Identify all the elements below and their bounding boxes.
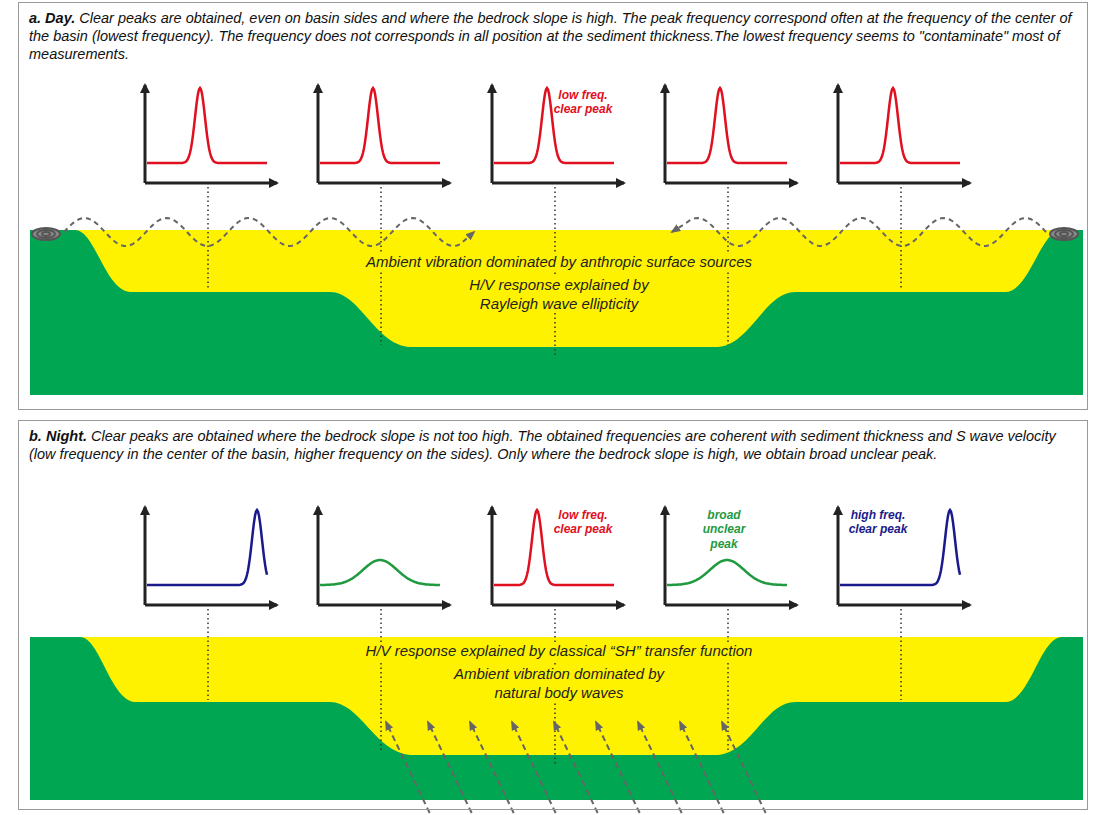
hv-curve xyxy=(147,510,267,585)
body-wave xyxy=(638,722,686,815)
basin-annotation: Ambient vibration dominated by anthropic… xyxy=(363,253,755,272)
body-wave xyxy=(722,722,770,815)
position-line xyxy=(554,187,556,358)
position-line xyxy=(380,609,382,752)
body-wave xyxy=(680,722,728,815)
plot-axis xyxy=(491,507,494,605)
hv-curve xyxy=(840,88,960,163)
hv-curve xyxy=(320,560,440,585)
peak-label: low freq. clear peak xyxy=(552,508,614,537)
surface-wave xyxy=(672,218,1046,246)
peak-label: broad unclear peak xyxy=(693,508,755,551)
noise-source xyxy=(1050,228,1078,240)
body-wave xyxy=(470,722,518,815)
body-wave xyxy=(512,722,560,815)
sediment-basin xyxy=(75,230,1062,347)
plot-axis xyxy=(317,85,320,183)
panel-frame: b. Night. Clear peaks are obtained where… xyxy=(18,420,1088,810)
basin-annotation: Ambient vibration dominated by natural b… xyxy=(439,665,680,703)
plot-axis xyxy=(665,182,797,185)
peak-label: high freq. clear peak xyxy=(845,508,911,537)
sediment-basin xyxy=(80,637,1062,755)
position-line xyxy=(727,609,729,752)
bedrock xyxy=(30,637,1083,800)
hv-curve xyxy=(667,88,787,163)
position-line xyxy=(207,609,209,700)
plot-axis xyxy=(837,507,840,605)
panel-heading: a. Day. xyxy=(29,10,75,26)
panel-caption: a. Day. Clear peaks are obtained, even o… xyxy=(29,9,1077,63)
basin-region: H/V response explained by classical “SH”… xyxy=(319,642,799,706)
plot-axis xyxy=(665,604,797,607)
panel-frame: a. Day. Clear peaks are obtained, even o… xyxy=(18,2,1088,410)
plot-axis xyxy=(838,604,970,607)
hv-curve xyxy=(320,88,440,163)
hv-curve xyxy=(667,560,787,585)
basin-annotation: H/V response explained by Rayleigh wave … xyxy=(444,276,675,314)
bedrock xyxy=(30,230,1083,395)
surface-wave xyxy=(64,218,474,246)
plot-axis xyxy=(144,507,147,605)
panel-description: Clear peaks are obtained, even on basin … xyxy=(29,10,1072,62)
body-wave xyxy=(554,722,602,815)
basin-annotation: H/V response explained by classical “SH”… xyxy=(363,642,756,661)
panel-caption: b. Night. Clear peaks are obtained where… xyxy=(29,427,1077,463)
plot-axis xyxy=(145,182,277,185)
panel-description: Clear peaks are obtained where the bedro… xyxy=(29,428,1056,462)
peak-label: low freq. clear peak xyxy=(552,88,614,117)
plot-axis xyxy=(837,85,840,183)
position-line xyxy=(900,187,902,290)
body-wave xyxy=(428,722,476,815)
hv-curve xyxy=(494,88,614,163)
plot-axis xyxy=(492,604,624,607)
body-wave xyxy=(596,722,644,815)
hv-curve xyxy=(147,88,267,163)
position-line xyxy=(900,609,902,700)
plot-axis xyxy=(144,85,147,183)
plot-axis xyxy=(317,507,320,605)
panel-heading: b. Night. xyxy=(29,428,87,444)
basin-region: Ambient vibration dominated by anthropic… xyxy=(269,253,849,317)
plot-axis xyxy=(491,85,494,183)
plot-axis xyxy=(664,85,667,183)
plot-axis xyxy=(664,507,667,605)
plot-axis xyxy=(318,604,450,607)
noise-source xyxy=(32,228,60,240)
plot-axis xyxy=(838,182,970,185)
body-wave xyxy=(386,722,434,815)
plot-axis xyxy=(145,604,277,607)
plot-axis xyxy=(318,182,450,185)
position-line xyxy=(207,187,209,290)
plot-axis xyxy=(492,182,624,185)
